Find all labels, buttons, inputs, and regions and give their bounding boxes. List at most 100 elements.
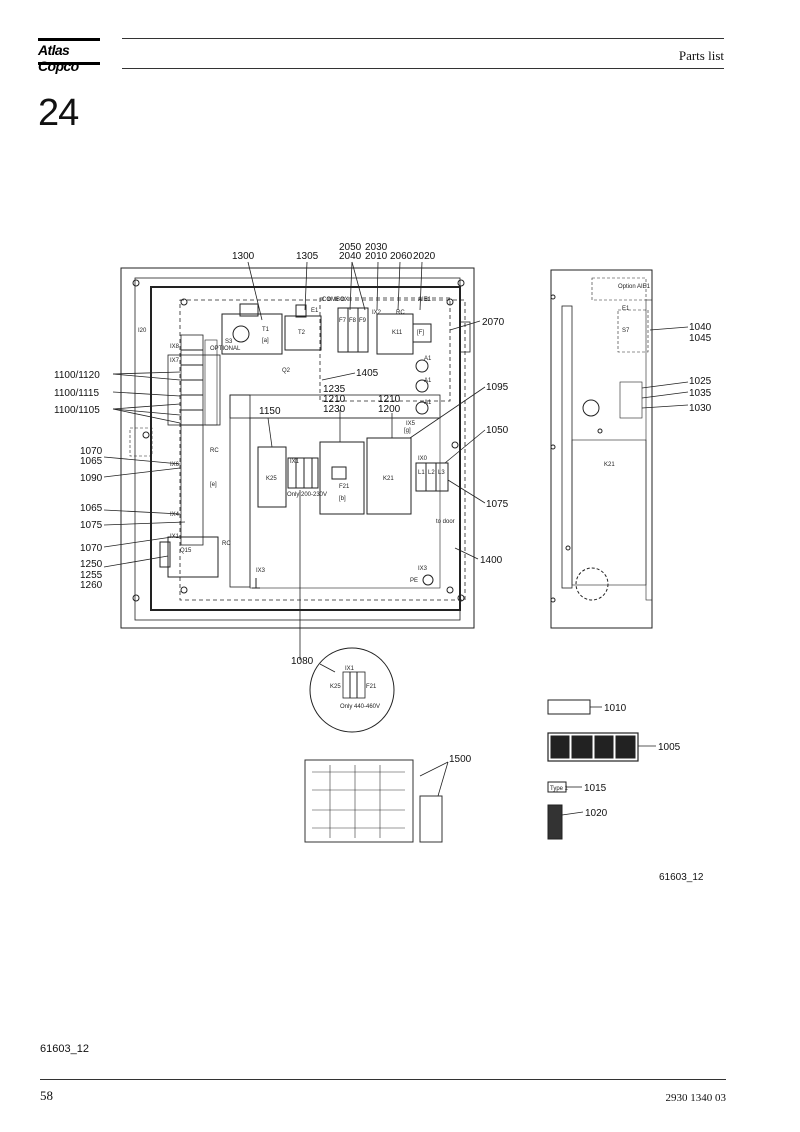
lbl-f: [F]: [417, 330, 424, 336]
lbl-a1c: A1: [424, 400, 432, 406]
callout-1090: 1090: [80, 473, 103, 484]
a1-top: [415, 359, 429, 373]
lbl-ix1b: IX1: [290, 459, 300, 465]
callout-1260: 1260: [80, 580, 103, 591]
callout-1300: 1300: [232, 251, 255, 262]
lbl-ix2: IX2: [372, 310, 382, 316]
lbl-a: [a]: [262, 338, 269, 344]
callout-1065b: 1065: [80, 503, 103, 514]
lbl-k11: K11: [392, 330, 403, 336]
a1-bot: [415, 401, 429, 415]
callout-1065a: 1065: [80, 456, 103, 467]
footer-rule: [40, 1079, 726, 1080]
lbl-option-aie1: Option AIE1: [618, 284, 651, 290]
lbl-ix3b: IX3: [418, 566, 428, 572]
callout-1210b: 1210: [378, 394, 401, 405]
lbl-e1side: E1: [622, 306, 630, 312]
callout-1210a: 1210: [323, 394, 346, 405]
schematic-small-sheet: [419, 795, 443, 843]
callout-2060: 2060: [390, 251, 413, 262]
lbl-rc: RC: [396, 310, 405, 316]
lbl-only440: Only 440-460V: [340, 704, 380, 710]
lbl-pe: PE: [410, 578, 418, 584]
lbl-t1: T1: [262, 327, 270, 333]
page-number: 58: [40, 1088, 53, 1103]
label-1010: [547, 699, 591, 715]
transformer-t1: [221, 313, 283, 355]
lbl-f9: F9: [359, 318, 367, 324]
callout-1500: 1500: [449, 754, 472, 765]
callout-1250: 1250: [80, 559, 103, 570]
callout-1100-1120: 1100/1120: [54, 370, 100, 381]
callout-2020: 2020: [413, 251, 436, 262]
callout-1025: 1025: [689, 376, 712, 387]
terminal-ix0: [415, 462, 449, 492]
lbl-only230: Only 200-230V: [287, 492, 327, 498]
lbl-ix1det: IX1: [345, 666, 355, 672]
callout-1070a: 1070: [80, 446, 103, 457]
header-title: Parts list: [678, 48, 724, 63]
lbl-l2: L2: [428, 470, 435, 476]
lbl-ix0: IX0: [418, 456, 428, 462]
schematic-sheet: [304, 759, 414, 843]
detail-1080-circle: [309, 647, 395, 733]
lbl-e: [e]: [210, 482, 217, 488]
figure-reference: 61603_12: [659, 872, 704, 883]
combox-dashed: [179, 299, 466, 601]
lbl-k25det: K25: [330, 684, 341, 690]
fuse-f21: [319, 441, 365, 515]
callout-1150: 1150: [259, 406, 281, 417]
lbl-t2: T2: [298, 330, 306, 336]
lbl-e1: E1: [311, 308, 319, 314]
callout-1020: 1020: [585, 808, 608, 819]
callout-1200: 1200: [378, 404, 401, 415]
lbl-ix6: IX6: [170, 462, 180, 468]
lbl-f8: F8: [349, 318, 357, 324]
lbl-a1a: A1: [424, 356, 432, 362]
callout-1015: 1015: [584, 783, 607, 794]
callout-1080: 1080: [291, 656, 314, 667]
callout-1405: 1405: [356, 368, 379, 379]
lbl-k21side: K21: [604, 462, 615, 468]
lbl-rc2: RC: [210, 448, 219, 454]
chapter-number: 24: [38, 92, 79, 134]
callout-2040: 2040: [339, 251, 362, 262]
header-rule-bottom: [122, 68, 724, 69]
lbl-todoor: to door: [436, 519, 455, 525]
callout-1255: 1255: [80, 570, 103, 581]
terminal-ix1: [287, 457, 319, 489]
callout-1100-1115: 1100/1115: [54, 388, 99, 399]
lbl-aie1: AIE1: [418, 297, 432, 303]
cabinet-outer: [120, 267, 475, 629]
callout-2010: 2010: [365, 251, 388, 262]
callout-1235: 1235: [323, 384, 346, 395]
lbl-optional: OPTIONAL: [210, 346, 241, 352]
lbl-ix1: IX1: [170, 534, 180, 540]
callout-2030: 2030: [365, 242, 388, 253]
callout-1305: 1305: [296, 251, 319, 262]
callout-2070: 2070: [482, 317, 505, 328]
callout-1010: 1010: [604, 703, 627, 714]
lbl-ix4: IX4: [170, 512, 180, 518]
lbl-a1b: A1: [424, 378, 432, 384]
callout-1050: 1050: [486, 425, 509, 436]
ground-pe: [422, 574, 434, 586]
lbl-s3: S3: [225, 339, 233, 345]
lbl-combox: COMBOX: [322, 297, 349, 303]
callout-1040: 1040: [689, 322, 712, 333]
lbl-ix8: IX8: [170, 344, 180, 350]
lbl-l1: L1: [418, 470, 425, 476]
header-rule-top: [122, 38, 724, 39]
side-cabinet-outer: [550, 269, 653, 629]
lbl-f7: F7: [339, 318, 347, 324]
label-1005: [547, 732, 639, 762]
footer-figure-reference: 61603_12: [40, 1043, 89, 1055]
lbl-rc3: RC: [222, 541, 231, 547]
cable-duct-vertical: [229, 394, 251, 588]
mounting-plate: [150, 286, 461, 611]
lbl-i20: I20: [138, 328, 147, 334]
fuses-f7-f9: [337, 307, 369, 353]
lbl-ix7: IX7: [170, 358, 180, 364]
lbl-q15: Q15: [180, 548, 192, 554]
